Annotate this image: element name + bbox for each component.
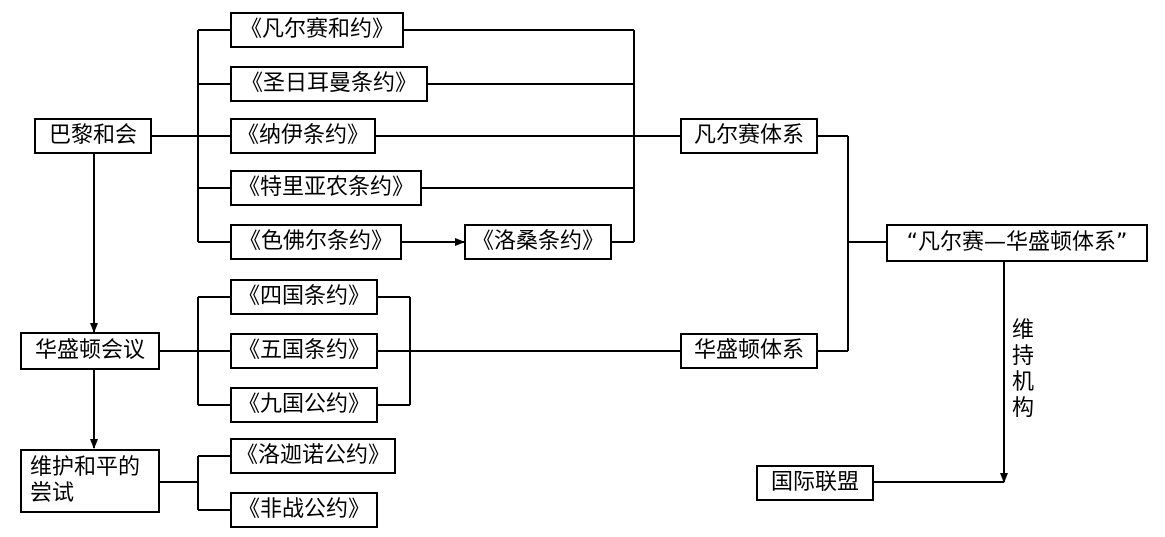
node-treaty-lausanne: 《洛桑条约》 — [464, 224, 612, 260]
node-washington-system: 华盛顿体系 — [680, 333, 818, 369]
node-league-of-nations: 国际联盟 — [756, 465, 874, 501]
node-treaty-neuilly: 《纳伊条约》 — [230, 118, 376, 154]
node-locarno-treaty: 《洛迦诺公约》 — [230, 438, 396, 474]
node-nine-power-treaty: 《九国公约》 — [230, 387, 378, 423]
node-peace-attempt: 维护和平的尝试 — [20, 449, 160, 513]
node-paris-conference: 巴黎和会 — [34, 118, 152, 154]
node-washington-conference: 华盛顿会议 — [20, 332, 160, 370]
node-five-power-treaty: 《五国条约》 — [230, 333, 378, 369]
edge-label-maintaining-body: 维持机构 — [1011, 318, 1034, 421]
node-versailles-system: 凡尔赛体系 — [680, 118, 818, 154]
node-treaty-versailles: 《凡尔赛和约》 — [230, 12, 404, 48]
node-treaty-st-germain: 《圣日耳曼条约》 — [230, 66, 428, 102]
node-four-power-treaty: 《四国条约》 — [230, 279, 378, 315]
node-versailles-washington-system: “凡尔赛—华盛顿体系” — [886, 224, 1148, 262]
node-treaty-trianon: 《特里亚农条约》 — [230, 170, 422, 206]
node-treaty-sevres: 《色佛尔条约》 — [230, 224, 402, 260]
node-kellogg-pact: 《非战公约》 — [230, 492, 378, 528]
